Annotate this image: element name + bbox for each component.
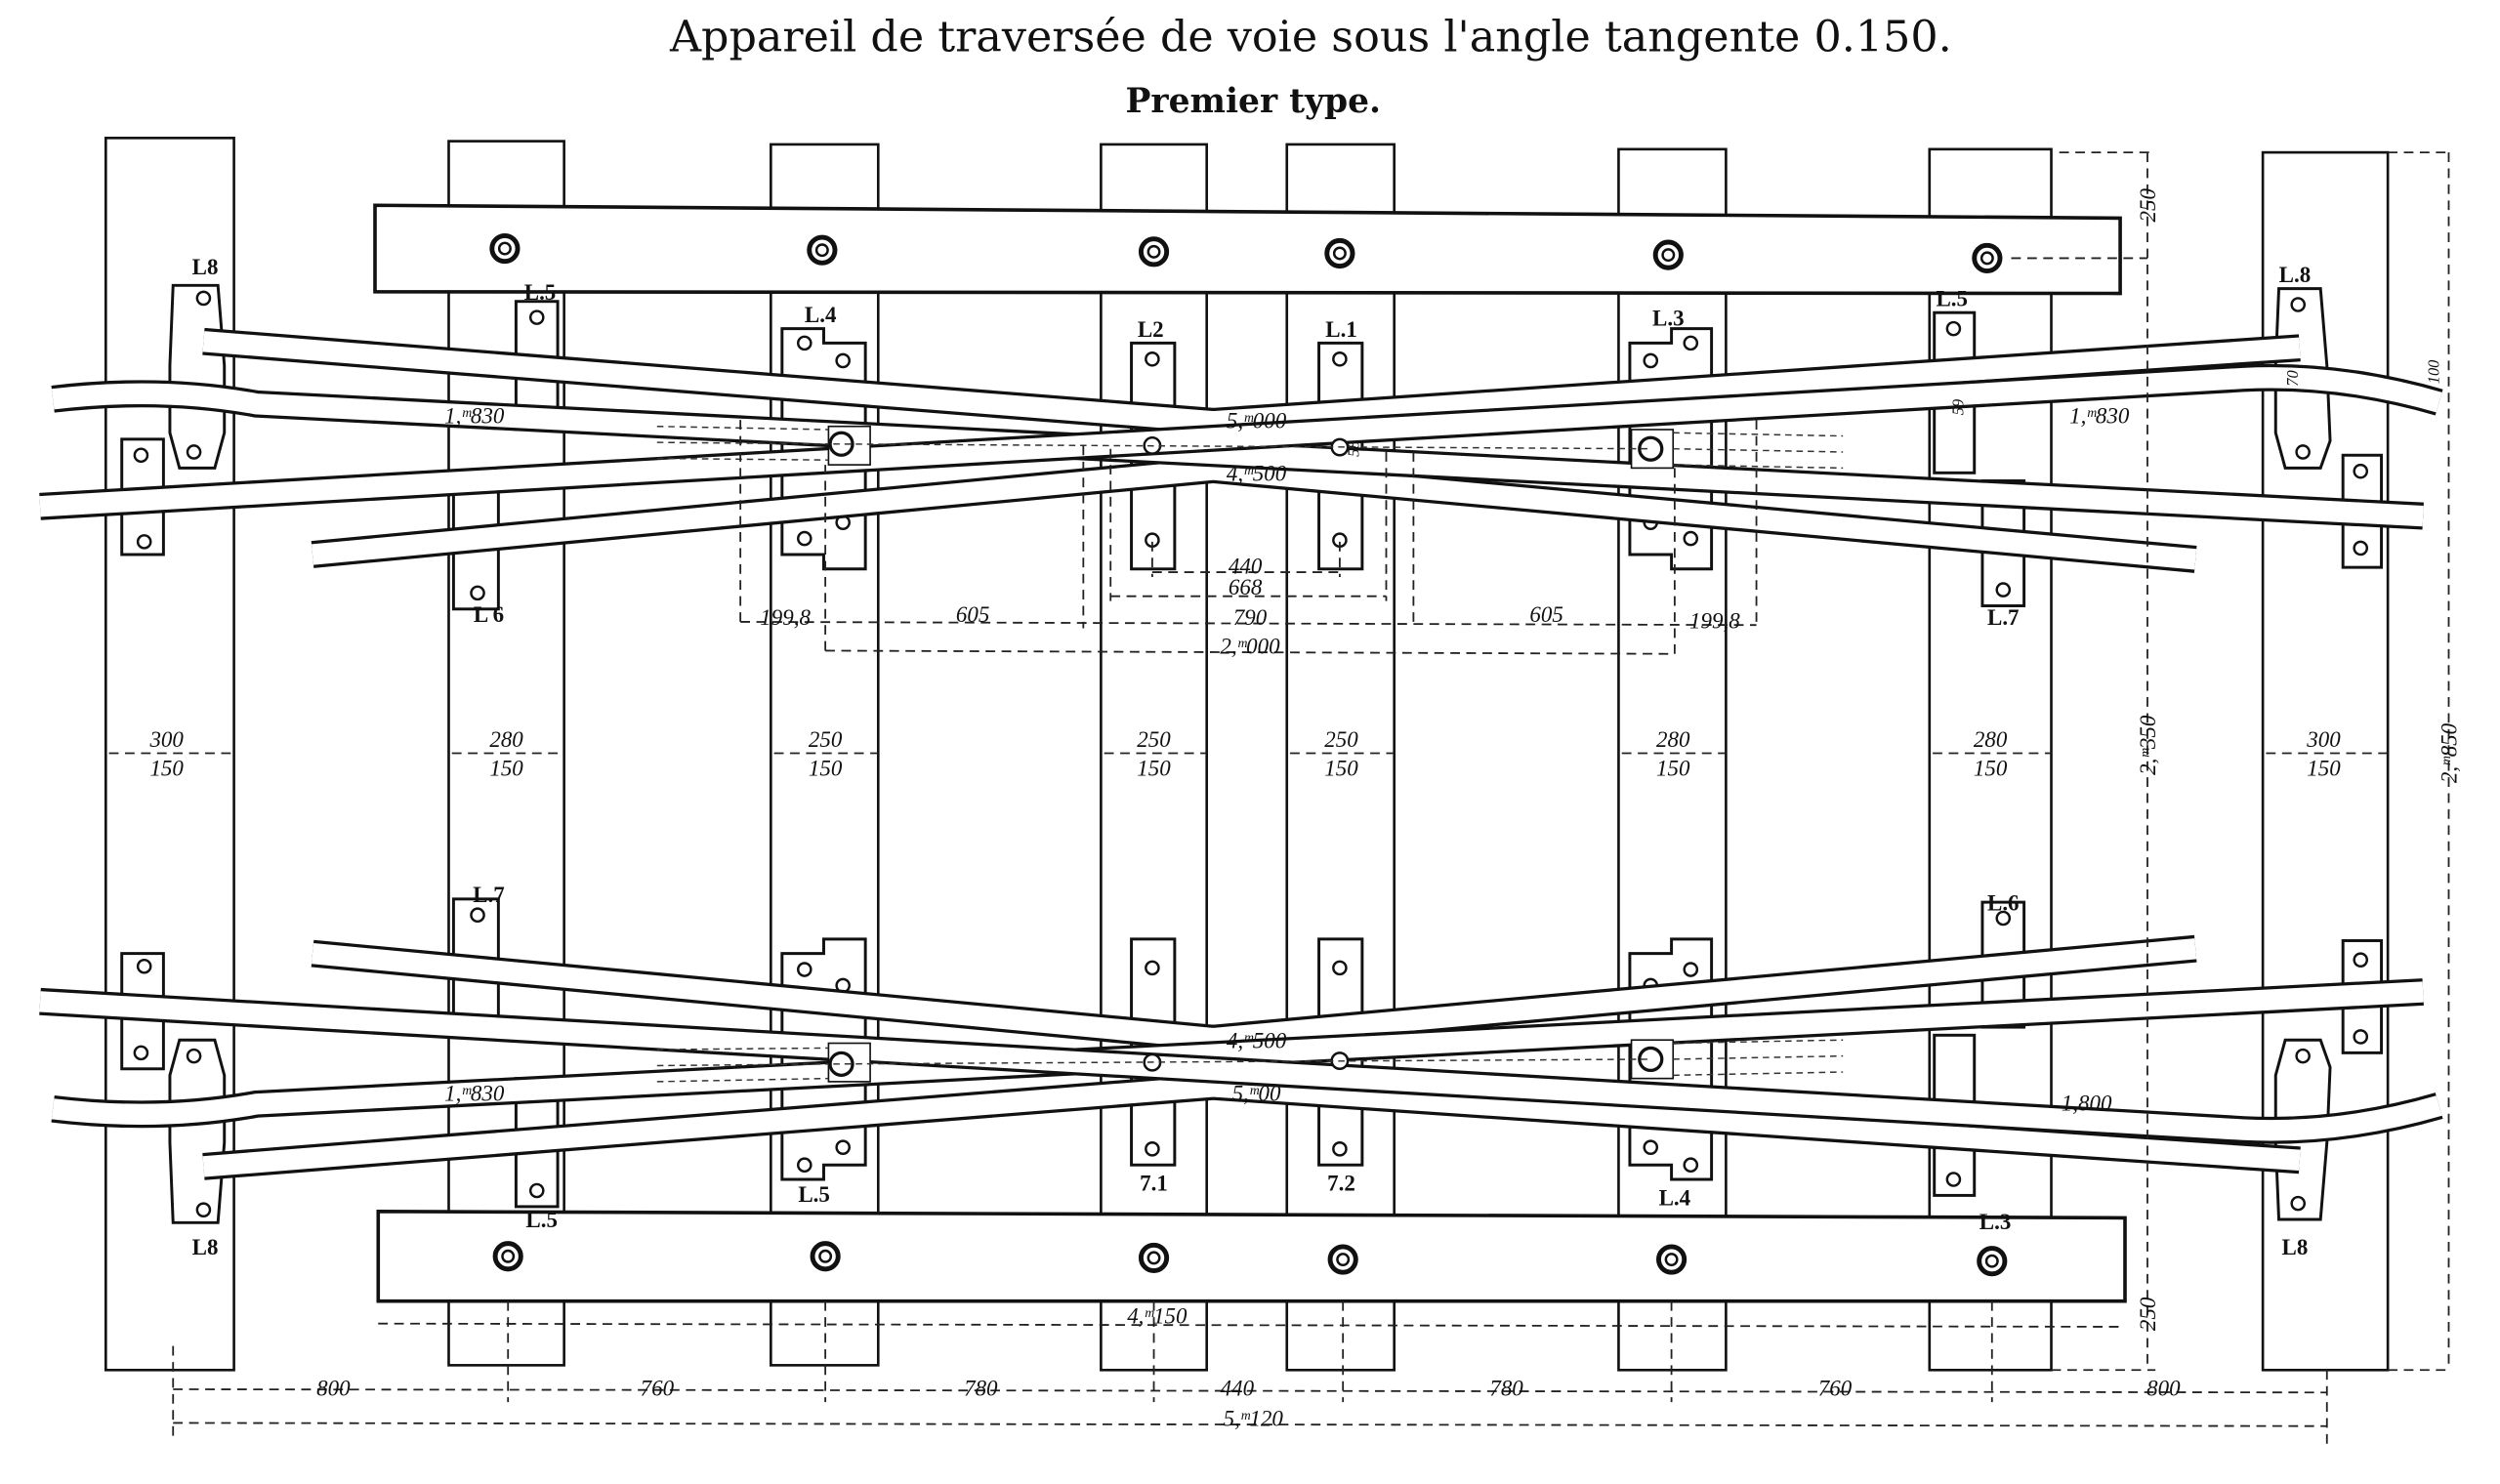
sleeper-width: 250 [809, 727, 843, 752]
frog-points [656, 425, 1844, 470]
spacing-label: 800 [2146, 1377, 2181, 1401]
sleeper-width: 250 [1324, 727, 1358, 752]
sleeper-thickness: 150 [1324, 756, 1358, 780]
sleeper-thickness: 150 [1974, 756, 2008, 780]
sleeper-width: 280 [1974, 727, 2008, 752]
dim-label: 58 [1345, 440, 1363, 457]
sleeper-thickness: 150 [1137, 756, 1171, 780]
plate-label: L.3 [1652, 306, 1685, 330]
plate-label: L.5 [525, 1208, 558, 1232]
dim-label: 605 [1529, 602, 1562, 627]
plate-label: L8 [192, 1235, 219, 1259]
plate-label: L2 [1138, 317, 1164, 342]
sleeper-thickness: 150 [809, 756, 843, 780]
dim-label: 1,ᵐ830 [444, 1082, 505, 1106]
plate-label: L.7 [1987, 605, 2020, 630]
spacing-label: 440 [1221, 1377, 1255, 1401]
dim-label: 605 [956, 602, 989, 627]
plate-label: L.5 [1936, 287, 1968, 311]
bolt-icon [489, 232, 2003, 273]
dim-label: 4,ᵐ500 [1227, 462, 1287, 486]
plate-label: L.4 [805, 303, 837, 327]
dim-label: 2,ᵐ850 [2438, 722, 2462, 783]
dim-label: 4,ᵐ150 [1127, 1304, 1188, 1329]
dim-label: 70 [2283, 370, 2302, 386]
dim-label: 790 [1233, 605, 1268, 630]
plate-label: L.6 [1987, 890, 2020, 915]
sleeper-thickness: 150 [1656, 756, 1690, 780]
drawing-subtitle: Premier type. [1126, 82, 1382, 121]
dim-label: 250 [2136, 188, 2160, 223]
rail-inner [311, 459, 2197, 570]
plate-label: 7.2 [1327, 1171, 1355, 1195]
sleeper-thickness: 150 [489, 756, 523, 780]
top-beam [373, 203, 2122, 296]
bottom-beam [376, 1210, 2127, 1303]
spacing-label: 760 [641, 1377, 675, 1401]
plate-label: L.3 [1979, 1210, 2012, 1234]
plate-label: L8 [192, 255, 219, 279]
plate-label: L.5 [798, 1182, 830, 1207]
dim-label: 5,ᵐ000 [1227, 408, 1287, 433]
total-length-label: 5,ᵐ120 [1224, 1407, 1284, 1431]
dim-label: 668 [1229, 575, 1263, 599]
sleeper-width: 280 [1656, 727, 1690, 752]
sleeper-thickness: 150 [2307, 756, 2341, 780]
dim-label: 2,ᵐ350 [2136, 715, 2160, 775]
plate-label: L.4 [1659, 1185, 1691, 1210]
sleeper-width: 250 [1137, 727, 1171, 752]
sleeper-width: 300 [2306, 727, 2341, 752]
dim-label: 5,ᵐ00 [1232, 1082, 1281, 1106]
plate-label: L.1 [1325, 317, 1357, 342]
lower-crossing-assembly [40, 899, 2439, 1222]
sleeper-width: 280 [489, 727, 523, 752]
rails [39, 327, 2443, 573]
plate-labels: L8 L.5 L.4 L2 L.1 L.3 L.5 L.8 L 6 L.7 L.… [192, 255, 2312, 1259]
dim-label: 1,ᵐ830 [2069, 403, 2130, 428]
plate-label: L.5 [524, 280, 557, 305]
spacing-label: 780 [964, 1377, 998, 1401]
dimension-labels: 1,ᵐ830 5,ᵐ000 4,ᵐ500 1,ᵐ830 440 668 199,… [444, 188, 2462, 1332]
rail-inner [51, 383, 2424, 527]
spacing-label: 800 [316, 1377, 351, 1401]
sleeper-spacing-labels: 800 760 780 440 780 760 800 5,ᵐ120 [316, 1377, 2181, 1431]
sleeper-thickness: 150 [149, 756, 184, 780]
dim-label: 59 [1948, 399, 1967, 415]
plate-label: L8 [2282, 1235, 2309, 1259]
dim-label: 199,8 [1689, 608, 1740, 633]
dim-label: 1,800 [2062, 1091, 2112, 1115]
dim-label: 100 [2425, 360, 2443, 385]
dim-label: 440 [1229, 555, 1263, 579]
drawing-title: Appareil de traversée de voie sous l'ang… [669, 13, 1952, 62]
spacing-label: 760 [1818, 1377, 1853, 1401]
plate-label: L.8 [2279, 263, 2312, 287]
dim-label: 250 [2136, 1297, 2160, 1331]
rail-inner [39, 367, 2442, 517]
sleeper-width: 300 [148, 727, 184, 752]
dim-label: 2,ᵐ000 [1220, 635, 1280, 659]
upper-crossing-assembly [39, 283, 2443, 611]
sleeper-size-labels: 300 150 280 150 250 150 250 150 250 150 … [148, 727, 2341, 781]
bolt-icon [492, 1241, 2008, 1277]
dim-label: 4,ᵐ500 [1227, 1028, 1287, 1052]
plate-label: 7.1 [1140, 1171, 1168, 1195]
plate-label: L.7 [473, 883, 505, 907]
plate-label: L 6 [474, 602, 504, 627]
dimension-lines [108, 151, 2452, 1451]
spacing-label: 780 [1489, 1377, 1523, 1401]
dim-label: 1,ᵐ830 [444, 403, 505, 428]
rail-inner [202, 331, 2301, 433]
dim-label: 199,8 [760, 605, 811, 630]
